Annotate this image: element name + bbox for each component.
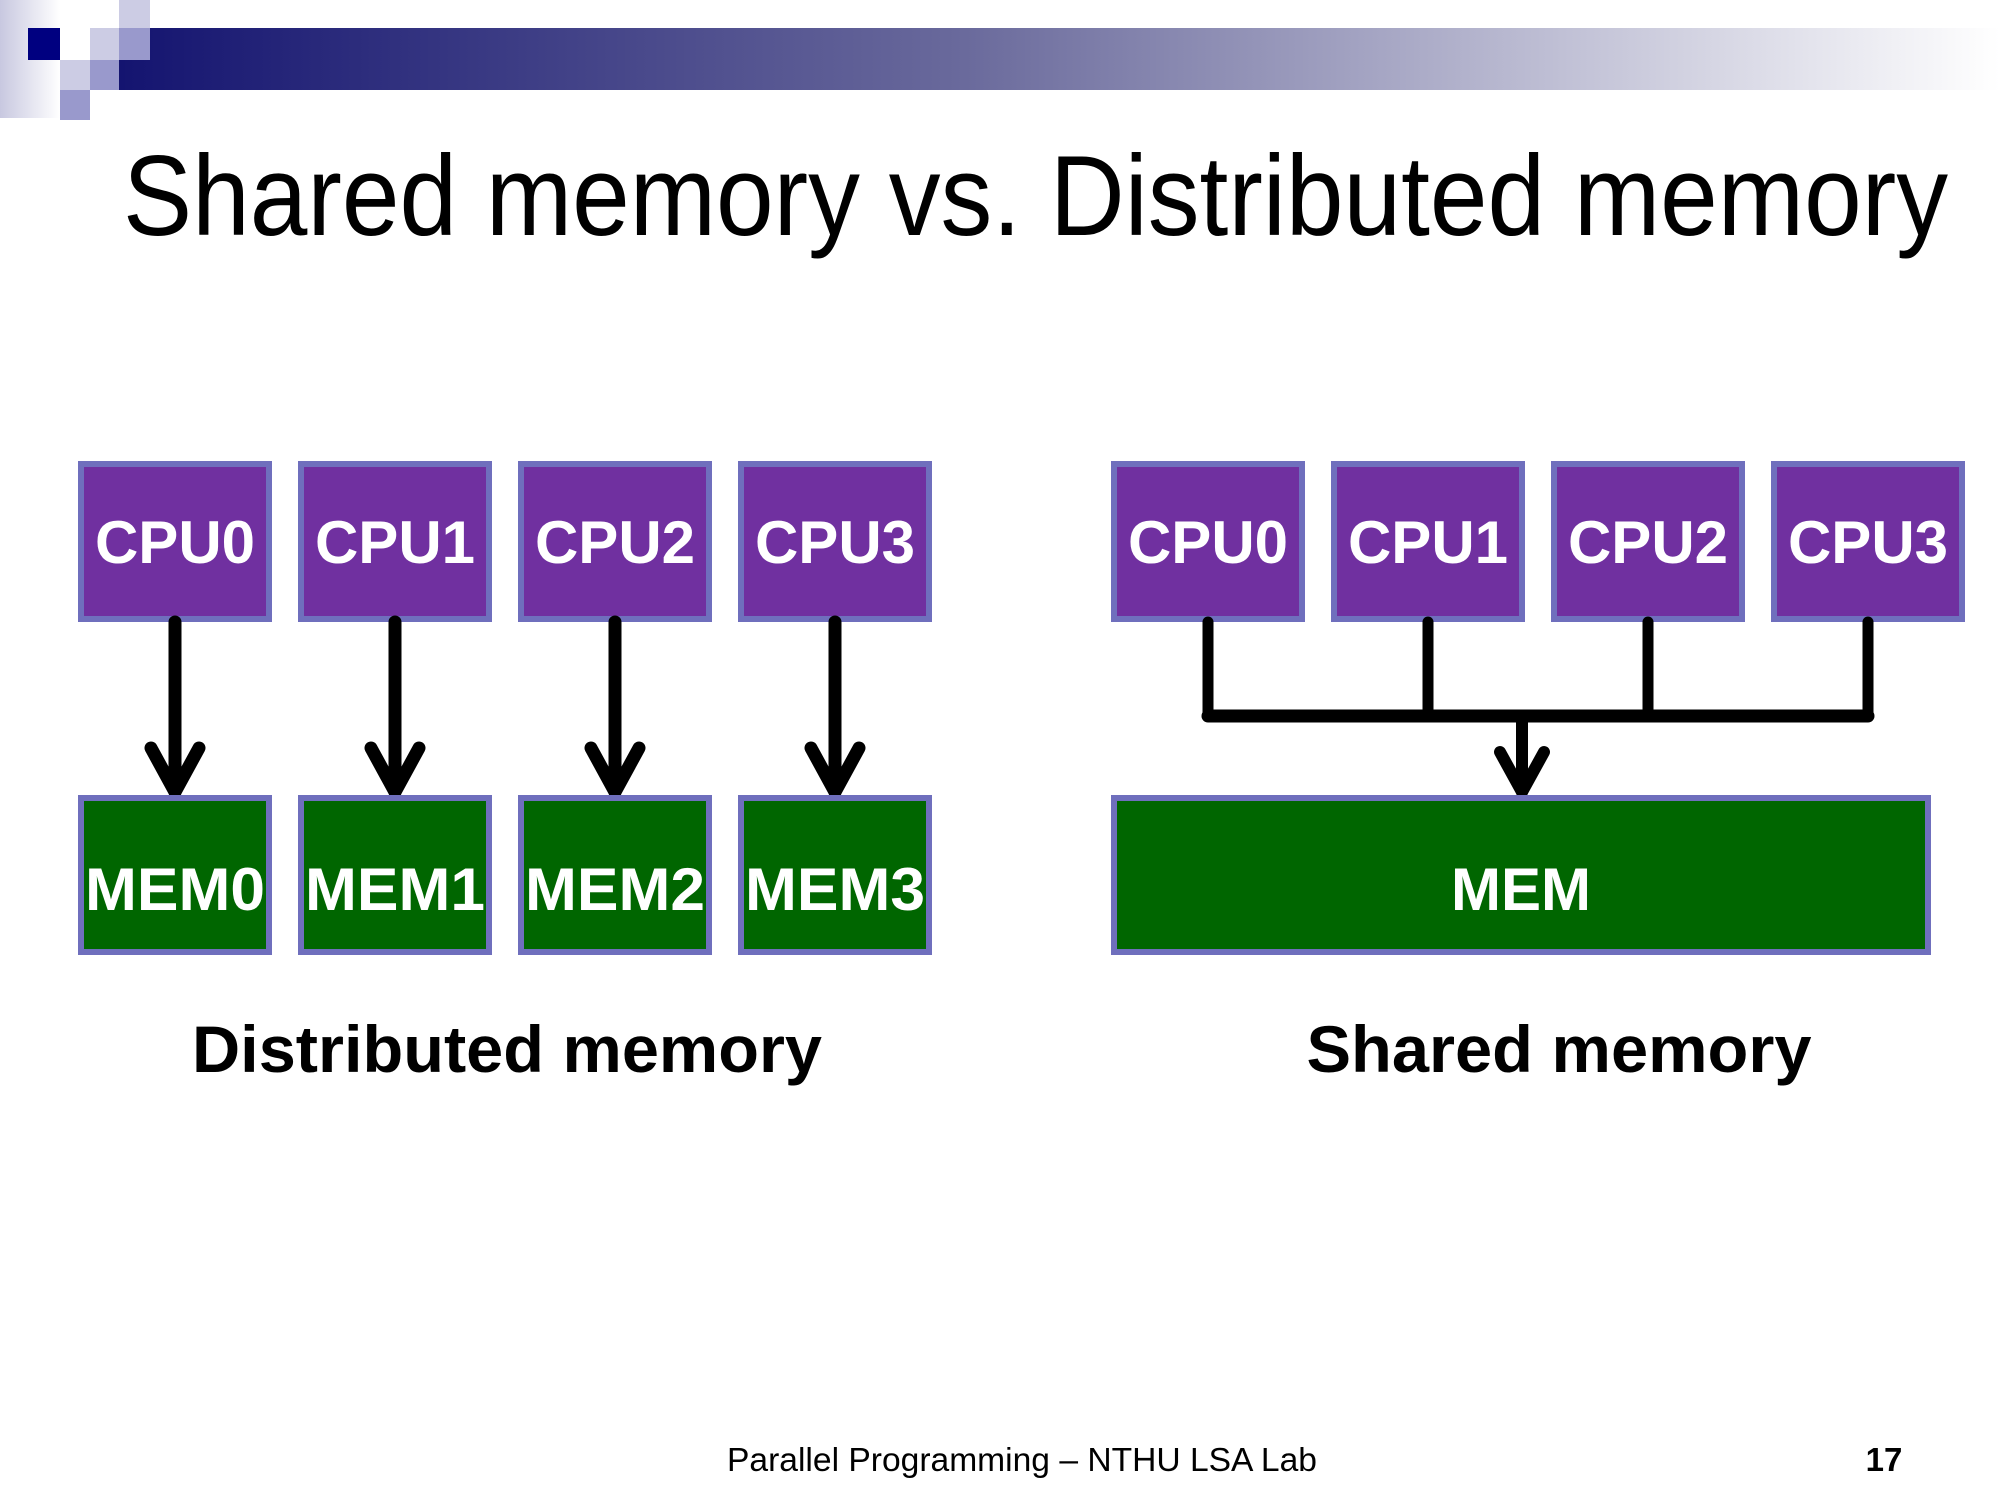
cpu-box: CPU0 <box>1111 461 1305 622</box>
mem-box: MEM0 <box>78 795 272 955</box>
slide-footer: Parallel Programming – NTHU LSA Lab <box>727 1441 1317 1478</box>
mem-label: MEM2 <box>525 856 705 923</box>
distributed-memory-diagram: CPU0 CPU1 CPU2 CPU3 MEM0 MEM1 <box>78 461 932 1086</box>
mem-box: MEM2 <box>518 795 712 955</box>
mem-label: MEM0 <box>85 856 265 923</box>
cpu-label: CPU3 <box>755 509 915 576</box>
cpu-box: CPU1 <box>298 461 492 622</box>
banner-square <box>90 28 119 60</box>
mem-box: MEM1 <box>298 795 492 955</box>
mem-label: MEM3 <box>745 856 925 923</box>
distributed-memory-caption: Distributed memory <box>192 1012 822 1086</box>
cpu-label: CPU2 <box>1568 509 1728 576</box>
shared-memory-diagram: CPU0 CPU1 CPU2 CPU3 MEM <box>1111 461 1965 1086</box>
banner-bar <box>119 28 2000 90</box>
cpu-box: CPU2 <box>518 461 712 622</box>
slide-title: Shared memory vs. Distributed memory <box>123 133 1948 260</box>
cpu-box: CPU3 <box>1771 461 1965 622</box>
shared-mem-box: MEM <box>1111 795 1931 955</box>
arrow-down-icon <box>144 615 206 799</box>
cpu-label: CPU0 <box>95 509 255 576</box>
cpu-box: CPU0 <box>78 461 272 622</box>
header-banner <box>0 0 2000 120</box>
cpu-box: CPU3 <box>738 461 932 622</box>
cpu-box: CPU1 <box>1331 461 1525 622</box>
banner-square <box>60 90 90 120</box>
mem-label: MEM1 <box>305 856 485 923</box>
shared-memory-caption: Shared memory <box>1307 1012 1812 1086</box>
shared-bus-connector <box>1201 616 1875 798</box>
cpu-label: CPU1 <box>315 509 475 576</box>
mem-label: MEM <box>1451 856 1591 923</box>
cpu-label: CPU1 <box>1348 509 1508 576</box>
cpu-box: CPU2 <box>1551 461 1745 622</box>
banner-square <box>119 28 150 60</box>
arrow-down-icon <box>804 615 866 799</box>
page-number: 17 <box>1866 1441 1903 1478</box>
banner-square <box>90 60 119 90</box>
banner-square <box>119 0 150 28</box>
banner-square-dark <box>28 28 60 60</box>
cpu-label: CPU2 <box>535 509 695 576</box>
mem-box: MEM3 <box>738 795 932 955</box>
arrow-down-icon <box>364 615 426 799</box>
arrow-down-icon <box>584 615 646 799</box>
cpu-label: CPU0 <box>1128 509 1288 576</box>
banner-square <box>60 60 90 90</box>
cpu-label: CPU3 <box>1788 509 1948 576</box>
arrow-down-icon <box>1494 710 1550 798</box>
